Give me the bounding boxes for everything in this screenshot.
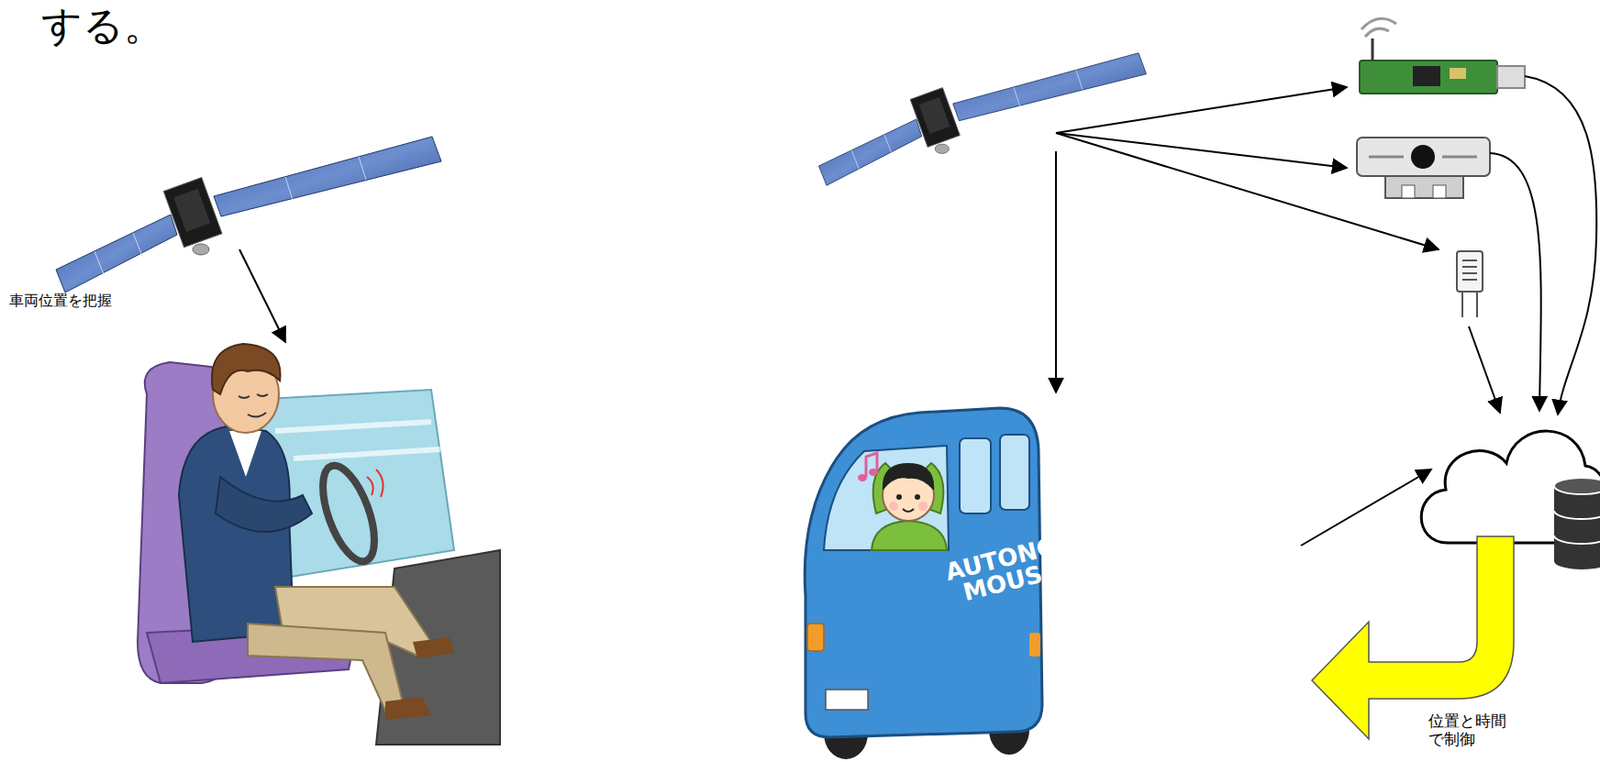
vehicle-lettering: AUTONO MOUS xyxy=(943,535,1057,608)
database-disk xyxy=(1554,477,1600,495)
camera-detail xyxy=(1368,155,1404,159)
jacket xyxy=(178,426,294,643)
motion-line xyxy=(376,469,384,498)
database xyxy=(1554,486,1600,570)
leader-arrow xyxy=(239,249,286,343)
signal-arrows xyxy=(1055,87,1439,393)
control-arrow xyxy=(1311,536,1514,740)
sensor-grille xyxy=(1462,266,1478,268)
leader-arrow xyxy=(1524,76,1597,415)
leg xyxy=(247,623,404,712)
camera-stand xyxy=(1385,176,1464,199)
shoe xyxy=(385,697,432,721)
glare xyxy=(275,422,432,432)
wifi-wave xyxy=(1365,28,1389,37)
eye xyxy=(896,494,902,500)
steering-wheel xyxy=(312,459,386,568)
leader-arrow xyxy=(1055,133,1347,168)
wifi-module xyxy=(1359,18,1525,94)
leader-arrow xyxy=(1468,326,1500,413)
wifi-wave xyxy=(1361,18,1397,30)
database-disk xyxy=(1554,511,1600,520)
sensor-grille xyxy=(1462,278,1478,281)
camera-detail xyxy=(1442,155,1478,159)
leader-arrow xyxy=(1300,469,1432,546)
motion-line xyxy=(366,477,374,496)
shoe xyxy=(412,637,455,659)
sensor-body xyxy=(1456,251,1483,292)
music-note xyxy=(866,453,878,478)
camera-stand xyxy=(1401,185,1415,199)
music-note xyxy=(857,474,867,482)
eye xyxy=(256,394,268,397)
label-text: する。 xyxy=(41,0,280,51)
chip xyxy=(1449,67,1467,79)
music-note xyxy=(868,468,878,477)
camera-stand xyxy=(1433,185,1446,199)
tail-light xyxy=(1029,633,1041,657)
camera-body xyxy=(1356,137,1490,177)
leader-arrow xyxy=(1055,151,1057,393)
license-plate xyxy=(825,689,868,711)
sensor-pin xyxy=(1461,291,1464,318)
cheek xyxy=(918,501,928,512)
eye xyxy=(914,494,921,500)
sensor xyxy=(1456,251,1483,318)
mouth xyxy=(247,412,267,418)
chip xyxy=(1412,66,1441,87)
side-window xyxy=(1000,434,1030,511)
eye xyxy=(238,396,250,399)
satellite xyxy=(819,53,1147,187)
board xyxy=(1359,60,1498,94)
windshield xyxy=(823,445,949,551)
cheek xyxy=(888,501,899,512)
database-disk xyxy=(1554,535,1600,545)
driver-illustration xyxy=(137,344,500,745)
shirt xyxy=(229,431,262,478)
leader-arrow xyxy=(1489,153,1542,412)
leader-arrow xyxy=(1055,87,1347,134)
sensor-grille xyxy=(1462,259,1478,262)
headlight xyxy=(807,623,824,652)
sensor-grille xyxy=(1462,272,1478,275)
side-window xyxy=(959,438,991,514)
passenger-hair xyxy=(882,463,934,491)
usb-plug xyxy=(1497,66,1525,89)
sensor-pin xyxy=(1476,291,1478,318)
crossed-arms xyxy=(215,477,312,533)
lens xyxy=(1411,144,1435,169)
hair xyxy=(211,344,281,395)
dashboard xyxy=(376,550,500,745)
passenger-shirt xyxy=(871,521,947,551)
label-text: 位置と時間 で制御 xyxy=(1428,711,1513,750)
label-text: 車両位置を把握 xyxy=(9,291,193,310)
glare xyxy=(293,449,441,459)
mouth xyxy=(902,509,914,512)
camera xyxy=(1356,137,1490,199)
